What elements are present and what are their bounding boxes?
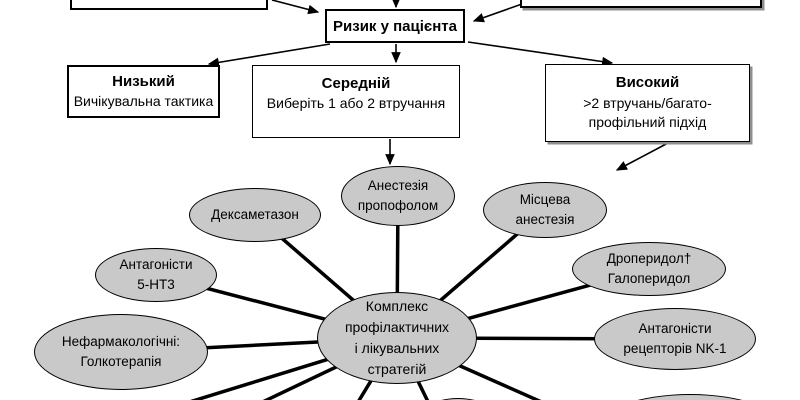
- top-box-right: [520, 0, 762, 8]
- level-high-desc: >2 втручань/багато- профільний підхід: [583, 94, 712, 131]
- node-local-anesthesia-label: Місцева анестезія: [515, 191, 575, 227]
- top-box-left: [70, 0, 268, 10]
- node-propofol-label: Анестезія пропофолом: [357, 177, 439, 213]
- flow-arrows: [207, 0, 669, 171]
- node-nk1-antagonists: Антагоністи рецепторів NK-1: [594, 308, 756, 370]
- level-high-title: Високий: [615, 74, 680, 92]
- node-propofol-anesthesia: Анестезія пропофолом: [341, 166, 455, 226]
- node-5ht3-antagonists: Антагоністи 5-НТ3: [95, 248, 217, 302]
- hub-label: Комплекс профілактичних і лікувальних ст…: [344, 298, 450, 377]
- node-droperidol-haloperidol: Дроперидол† Галоперидол: [572, 242, 726, 296]
- hub-node-strategies: Комплекс профілактичних і лікувальних ст…: [317, 292, 477, 384]
- node-nonpharmacological-label: Нефармакологічні: Голкотерапія: [61, 333, 181, 369]
- node-5ht3-label: Антагоністи 5-НТ3: [119, 256, 193, 292]
- level-box-medium: Середній Виберіть 1 або 2 втручання: [252, 65, 460, 138]
- level-medium-title: Середній: [321, 75, 391, 92]
- level-medium-desc: Виберіть 1 або 2 втручання: [266, 95, 446, 112]
- node-dexamethasone-label: Дексаметазон: [211, 206, 299, 222]
- level-box-high: Високий >2 втручань/багато- профільний п…: [545, 64, 750, 142]
- patient-risk-label: Ризик у пацієнта: [333, 17, 457, 35]
- patient-risk-box: Ризик у пацієнта: [325, 9, 465, 43]
- node-local-anesthesia: Місцева анестезія: [483, 182, 607, 238]
- level-box-low: Низький Вичікувальна тактика: [67, 65, 220, 118]
- level-low-desc: Вичікувальна тактика: [73, 92, 214, 109]
- node-nonpharmacological: Нефармакологічні: Голкотерапія: [34, 314, 208, 390]
- node-droperidol-label: Дроперидол† Галоперидол: [606, 250, 692, 286]
- node-nk1-label: Антагоністи рецепторів NK-1: [623, 320, 727, 356]
- node-dexamethasone: Дексаметазон: [189, 188, 321, 242]
- level-low-title: Низький: [112, 72, 175, 90]
